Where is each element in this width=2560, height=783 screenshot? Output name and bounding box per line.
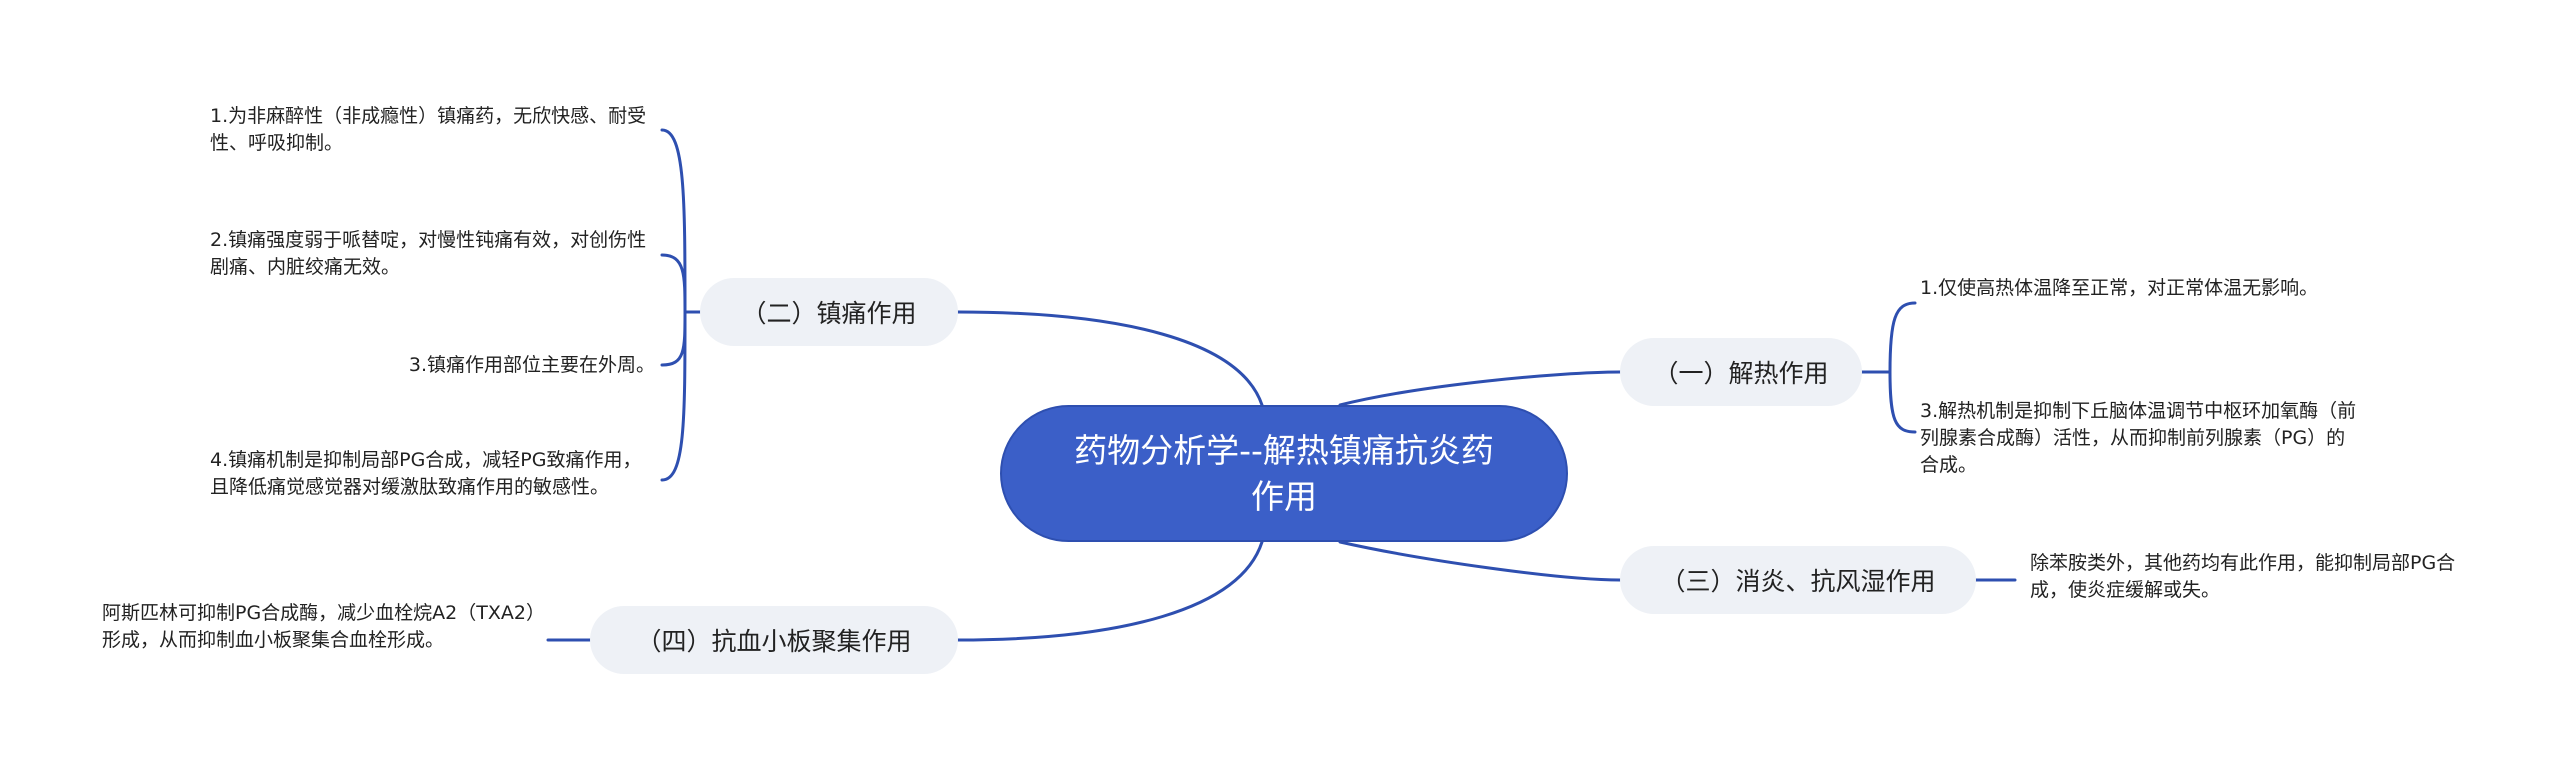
branch-antiplatelet[interactable]: （四）抗血小板聚集作用	[590, 606, 958, 674]
leaf-pain-4-text: 4.镇痛机制是抑制局部PG合成，减轻PG致痛作用，且降低痛觉感觉器对缓激肽致痛作…	[210, 449, 642, 498]
branch-pain-relief[interactable]: （二）镇痛作用	[700, 278, 958, 346]
branch-antiplatelet-label: （四）抗血小板聚集作用	[636, 627, 912, 656]
link-fever-leaf-1	[1888, 301, 1917, 374]
leaf-inflammation-text: 除苯胺类外，其他药均有此作用，能抑制局部PG合成，使炎症缓解或失。	[2030, 552, 2456, 601]
leaf-platelet[interactable]: 阿斯匹林可抑制PG合成酶，减少血栓烷A2（TXA2）形成，从而抑制血小板聚集合血…	[102, 600, 538, 654]
branch-antipyretic-label: （一）解热作用	[1653, 359, 1829, 388]
branch-pain-relief-label: （二）镇痛作用	[741, 299, 917, 328]
link-central-to-pain	[956, 310, 1264, 407]
link-central-to-fever	[1338, 370, 1622, 407]
leaf-fever-1[interactable]: 1.仅使高热体温降至正常，对正常体温无影响。	[1920, 275, 2365, 302]
leaf-pain-3[interactable]: 3.镇痛作用部位主要在外周。	[210, 352, 655, 379]
leaf-pain-2[interactable]: 2.镇痛强度弱于哌替啶，对慢性钝痛有效，对创伤性剧痛、内脏绞痛无效。	[210, 227, 655, 281]
link-central-to-inflammation	[1338, 540, 1622, 582]
leaf-pain-1-text: 1.为非麻醉性（非成瘾性）镇痛药，无欣快感、耐受性、呼吸抑制。	[210, 105, 647, 154]
leaf-pain-1[interactable]: 1.为非麻醉性（非成瘾性）镇痛药，无欣快感、耐受性、呼吸抑制。	[210, 103, 655, 157]
link-central-to-platelet	[956, 540, 1264, 642]
leaf-pain-3-text: 3.镇痛作用部位主要在外周。	[408, 354, 655, 376]
central-topic[interactable]: 药物分析学--解热镇痛抗炎药作用	[1000, 405, 1568, 542]
central-topic-label: 药物分析学--解热镇痛抗炎药作用	[1074, 430, 1494, 516]
link-pain-leaf-1	[660, 128, 687, 314]
leaf-fever-3[interactable]: 3.解热机制是抑制下丘脑体温调节中枢环加氧酶（前列腺素合成酶）活性，从而抑制前列…	[1920, 398, 2360, 479]
link-pain-leaf-2	[660, 253, 687, 314]
link-pain-leaf-4	[660, 310, 687, 482]
branch-anti-inflammatory-label: （三）消炎、抗风湿作用	[1660, 567, 1936, 596]
leaf-pain-2-text: 2.镇痛强度弱于哌替啶，对慢性钝痛有效，对创伤性剧痛、内脏绞痛无效。	[210, 229, 647, 278]
branch-anti-inflammatory[interactable]: （三）消炎、抗风湿作用	[1620, 546, 1976, 614]
leaf-platelet-text: 阿斯匹林可抑制PG合成酶，减少血栓烷A2（TXA2）形成，从而抑制血小板聚集合血…	[102, 602, 536, 651]
leaf-fever-1-text: 1.仅使高热体温降至正常，对正常体温无影响。	[1920, 277, 2319, 299]
leaf-fever-3-text: 3.解热机制是抑制下丘脑体温调节中枢环加氧酶（前列腺素合成酶）活性，从而抑制前列…	[1920, 400, 2357, 476]
leaf-inflammation[interactable]: 除苯胺类外，其他药均有此作用，能抑制局部PG合成，使炎症缓解或失。	[2030, 550, 2470, 604]
link-fever-leaf-3	[1888, 370, 1917, 434]
link-pain-leaf-3	[660, 310, 687, 367]
branch-antipyretic[interactable]: （一）解热作用	[1620, 338, 1862, 406]
leaf-pain-4[interactable]: 4.镇痛机制是抑制局部PG合成，减轻PG致痛作用，且降低痛觉感觉器对缓激肽致痛作…	[210, 447, 655, 501]
